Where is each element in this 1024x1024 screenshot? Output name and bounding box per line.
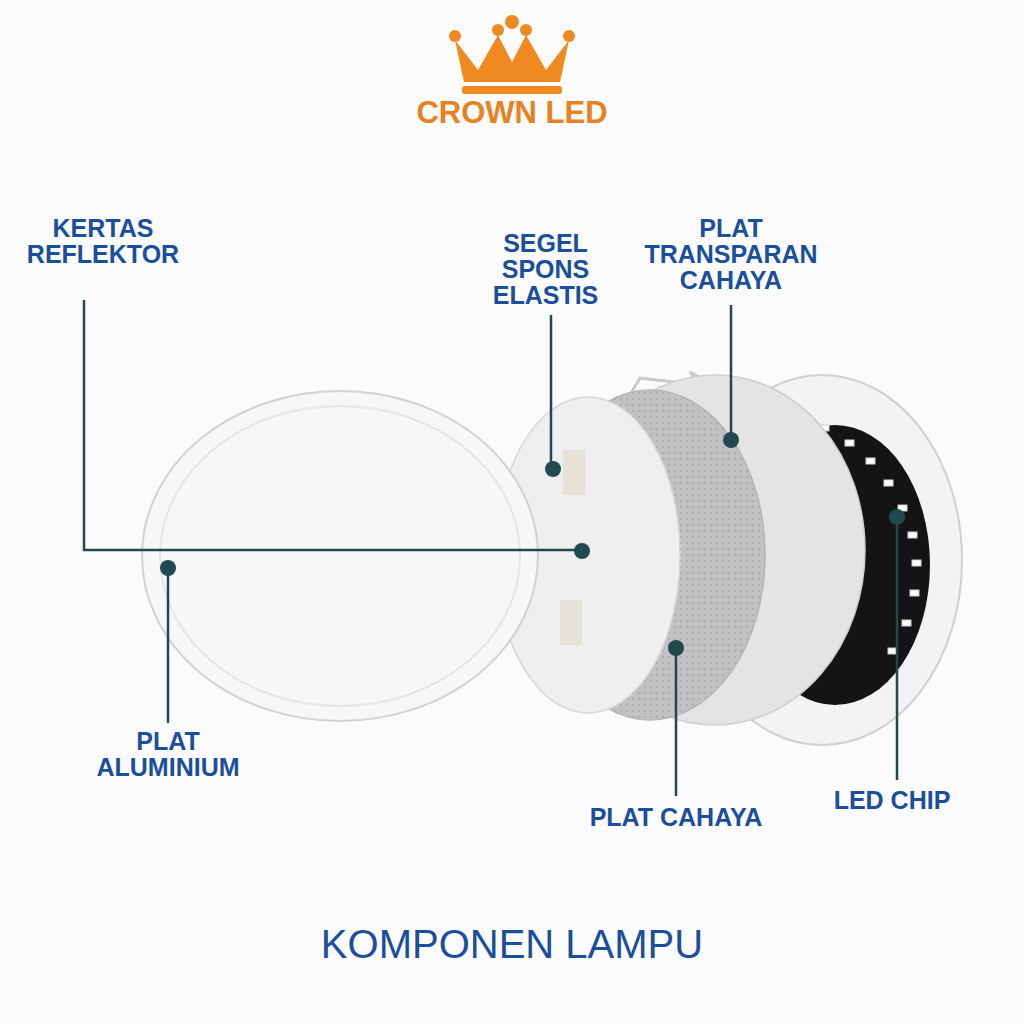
part-label: PLAT TRANSPARAN CAHAYA [620,215,842,293]
part-label: PLAT CAHAYA [540,804,812,830]
part-label: KERTAS REFLEKTOR [8,215,198,267]
diagram-title: KOMPONEN LAMPU [212,922,812,966]
leader-dots [160,432,905,656]
part-label: SEGEL SPONS ELASTIS [478,230,613,308]
part-label: PLAT ALUMINIUM [72,728,264,780]
crown-logo [449,15,575,94]
sponge-seal [563,450,585,495]
sponge-seal [560,600,582,645]
aluminium-plate [142,391,538,721]
part-label: LED CHIP [812,787,972,813]
leader-lines [84,300,897,796]
brand-logo: CROWN LED [400,96,624,130]
